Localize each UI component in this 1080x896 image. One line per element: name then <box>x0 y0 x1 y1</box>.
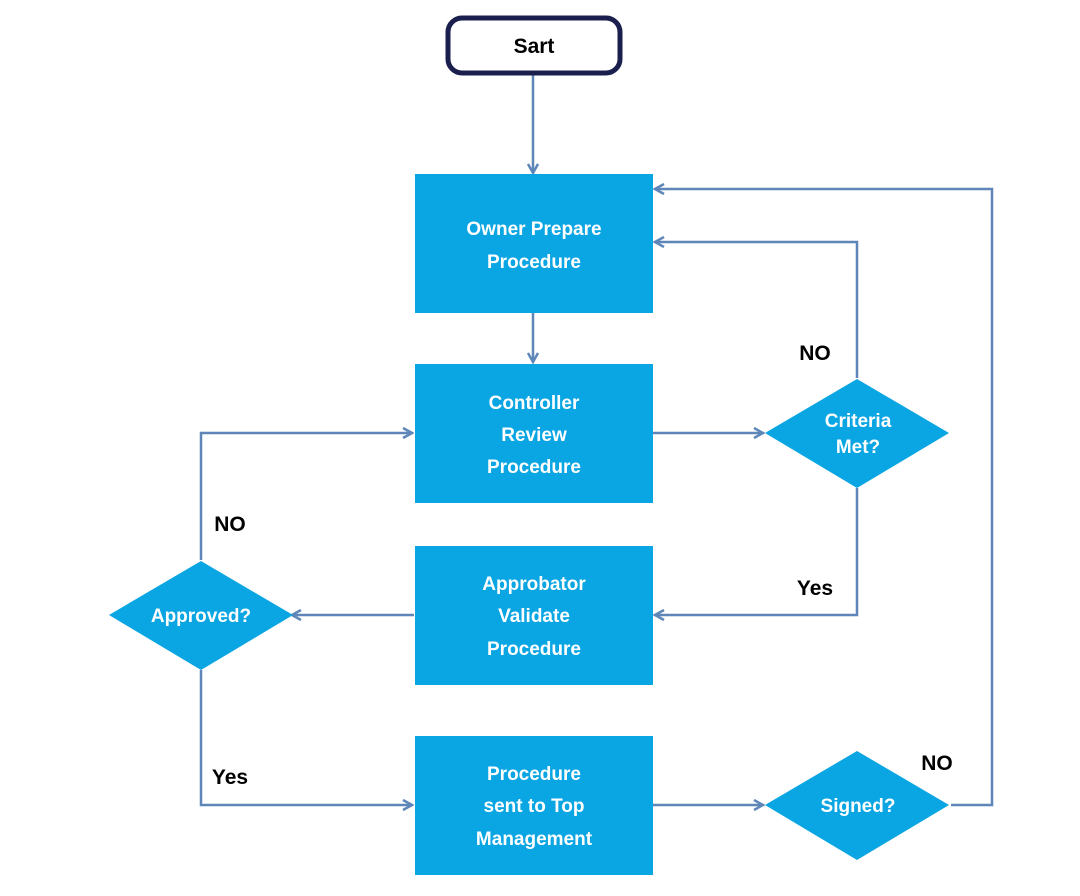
edges <box>199 74 994 807</box>
approbator-validate-box <box>415 546 653 685</box>
approbator-validate-line-2: Validate <box>498 606 570 627</box>
owner-prepare-line-1: Owner Prepare <box>466 219 601 240</box>
top-management-line-2: sent to Top <box>484 796 585 817</box>
signed-label: Signed? <box>821 796 896 817</box>
edge-labels: NO Yes NO Yes NO <box>212 342 953 789</box>
criteria-no-label: NO <box>799 342 831 365</box>
approbator-validate-line-3: Procedure <box>487 639 581 660</box>
approbator-validate-line-1: Approbator <box>482 574 586 595</box>
edge-approved-no-to-controller <box>199 433 412 560</box>
top-management-line-3: Management <box>476 829 593 850</box>
top-management-line-1: Procedure <box>487 764 581 785</box>
edge-approved-yes-to-top-management <box>199 670 412 805</box>
approved-no-label: NO <box>214 513 246 536</box>
start-terminator <box>445 15 623 76</box>
controller-review-line-3: Procedure <box>487 457 581 478</box>
owner-prepare-line-2: Procedure <box>487 252 581 273</box>
approbator-validate-node: Approbator Validate Procedure <box>415 546 653 685</box>
signed-no-label: NO <box>921 752 953 775</box>
criteria-yes-label: Yes <box>797 577 833 600</box>
signed-diamond <box>765 751 949 860</box>
start-node: Sart <box>445 15 623 76</box>
owner-prepare-node: Owner Prepare Procedure <box>415 174 653 313</box>
start-label: Sart <box>514 35 555 58</box>
criteria-met-line-1: Criteria <box>825 411 892 432</box>
controller-review-line-2: Review <box>501 425 567 446</box>
controller-review-box <box>415 364 653 503</box>
signed-node: Signed? <box>765 751 949 860</box>
top-management-node: Procedure sent to Top Management <box>415 736 653 875</box>
edge-criteria-no-to-owner <box>655 242 859 378</box>
edge-signed-no-to-owner <box>655 189 994 807</box>
top-management-box <box>415 736 653 875</box>
criteria-met-node: Criteria Met? <box>765 379 949 488</box>
approved-yes-label: Yes <box>212 766 248 789</box>
controller-review-line-1: Controller <box>489 393 580 414</box>
criteria-met-diamond <box>765 379 949 488</box>
edge-criteria-yes-to-approbator <box>655 488 859 615</box>
owner-prepare-box <box>415 174 653 313</box>
approved-diamond <box>109 561 293 670</box>
approved-node: Approved? <box>109 561 293 670</box>
controller-review-node: Controller Review Procedure <box>415 364 653 503</box>
criteria-met-line-2: Met? <box>836 437 880 458</box>
approved-label: Approved? <box>151 606 251 627</box>
